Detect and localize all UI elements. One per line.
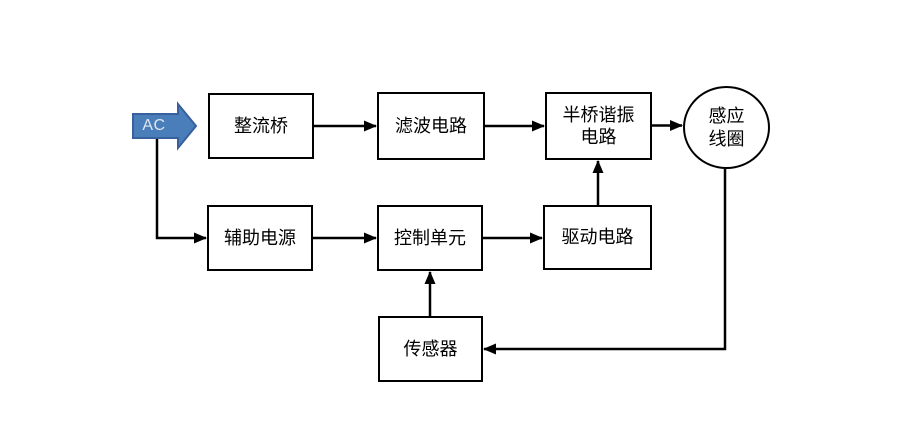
block-rectifier-bridge: 整流桥	[208, 93, 314, 159]
block-sensor: 传感器	[378, 316, 483, 382]
ac-source-label: AC	[142, 117, 166, 134]
connector-coil-to-sensor	[483, 169, 727, 355]
block-drive-circuit: 驱动电路	[543, 205, 652, 270]
block-induction-coil: 感应 线圈	[683, 86, 770, 169]
block-filter-circuit: 滤波电路	[377, 92, 485, 160]
connector-ac-to-auxiliary-power	[155, 138, 207, 244]
ac-input-arrow-icon	[132, 101, 198, 151]
block-auxiliary-power-supply: 辅助电源	[207, 205, 313, 271]
block-half-bridge-resonant-circuit: 半桥谐振 电路	[545, 92, 652, 160]
block-control-unit: 控制单元	[377, 205, 483, 271]
